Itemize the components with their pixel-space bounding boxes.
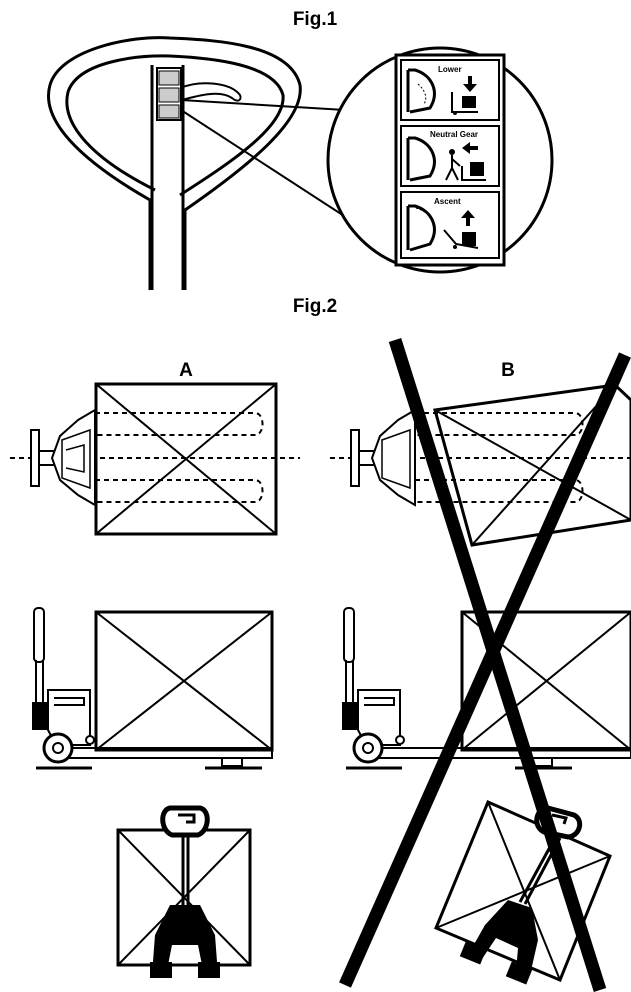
sign-ascent: Ascent — [400, 191, 500, 259]
panel-a-top-view — [10, 382, 300, 536]
panel-a-label: A — [179, 360, 193, 381]
arrow-down-icon — [463, 76, 477, 92]
svg-text:Ascent: Ascent — [434, 197, 461, 206]
svg-text:Neutral Gear: Neutral Gear — [430, 130, 478, 139]
prohibited-cross — [339, 338, 631, 992]
panel-b-bottom-view — [434, 800, 612, 985]
panel-a-side-view — [32, 607, 274, 770]
sign-magnifier: Lower Neutral Gear Ascent — [326, 46, 554, 274]
panel-a-bottom-view — [116, 805, 252, 978]
sign-lower: Lower — [400, 59, 500, 121]
arrow-left-icon — [462, 142, 478, 154]
panel-b-label: B — [501, 360, 515, 381]
handle-drawing — [47, 36, 359, 290]
fig1-title: Fig.1 — [293, 9, 338, 30]
fig2-title: Fig.2 — [293, 296, 337, 317]
svg-text:Lower: Lower — [438, 65, 462, 74]
panel-b-side-view — [342, 607, 631, 770]
arrow-up-icon — [461, 210, 475, 226]
sign-neutral-gear: Neutral Gear — [400, 125, 500, 187]
panel-b-top-view — [330, 383, 631, 547]
